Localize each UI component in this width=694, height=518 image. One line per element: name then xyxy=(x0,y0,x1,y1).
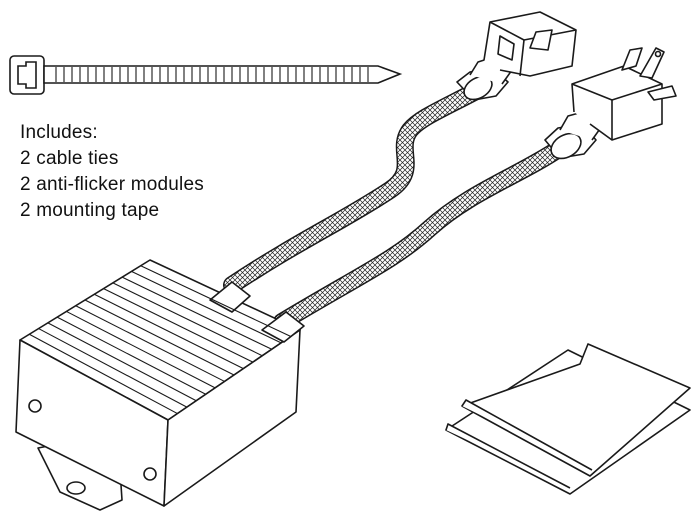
cable-tie-icon xyxy=(9,55,403,95)
female-connector-icon xyxy=(456,11,577,101)
module-fin xyxy=(38,328,188,408)
module-fin xyxy=(140,265,291,337)
includes-item-tape: 2 mounting tape xyxy=(20,200,160,221)
module-fin xyxy=(121,276,272,350)
includes-item-cable-ties: 2 cable ties xyxy=(20,148,119,169)
module-fin xyxy=(94,293,244,370)
module-fin xyxy=(29,333,178,415)
module-fin xyxy=(131,270,282,344)
module-fin xyxy=(56,316,206,395)
module-fin xyxy=(47,322,197,402)
module-fin xyxy=(66,310,216,389)
module-fin xyxy=(112,282,263,357)
includes-item-modules: 2 anti-flicker modules xyxy=(20,174,204,195)
cable-male-side xyxy=(273,139,569,331)
mounting-tape-icon xyxy=(445,343,691,495)
male-connector-icon xyxy=(544,47,677,160)
anti-flicker-module-icon xyxy=(15,259,305,511)
module-fin xyxy=(103,288,254,363)
cable-female-side xyxy=(223,81,487,294)
includes-heading: Includes: xyxy=(20,122,98,143)
includes-list: Includes: 2 cable ties 2 anti-flicker mo… xyxy=(20,120,204,224)
module-fin xyxy=(84,299,235,376)
module-fin xyxy=(75,305,225,382)
